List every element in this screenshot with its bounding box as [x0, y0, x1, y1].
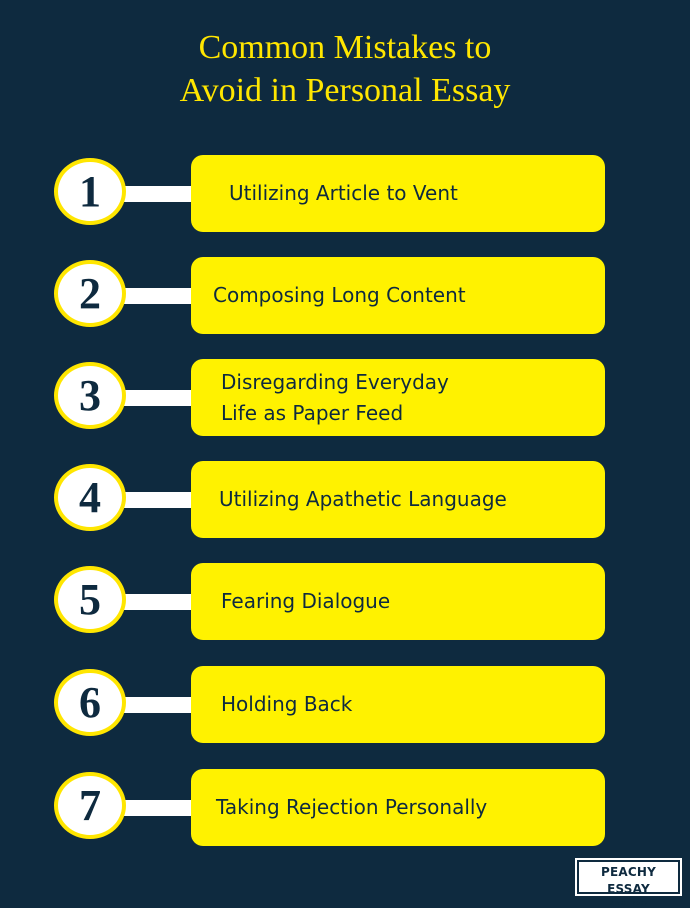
- list-item: 5 Fearing Dialogue: [0, 563, 690, 641]
- number-badge: 2: [54, 260, 126, 327]
- number-badge: 6: [54, 669, 126, 736]
- item-label: Holding Back: [221, 692, 353, 716]
- item-label: Fearing Dialogue: [221, 589, 391, 613]
- number-badge: 3: [54, 362, 126, 429]
- connector-bar: [120, 697, 200, 713]
- list-item: 3 Disregarding Everyday Life as Paper Fe…: [0, 359, 690, 437]
- connector-bar: [120, 288, 200, 304]
- connector-bar: [120, 492, 200, 508]
- connector-bar: [120, 594, 200, 610]
- number-badge: 7: [54, 772, 126, 839]
- number-badge: 5: [54, 566, 126, 633]
- item-box: Holding Back: [191, 666, 605, 743]
- list-item: 2 Composing Long Content: [0, 257, 690, 335]
- connector-bar: [120, 186, 200, 202]
- item-box: Utilizing Article to Vent: [191, 155, 605, 232]
- title-line-2: Avoid in Personal Essay: [179, 72, 511, 109]
- item-box: Fearing Dialogue: [191, 563, 605, 640]
- item-label: Utilizing Article to Vent: [229, 181, 458, 205]
- list-item: 4 Utilizing Apathetic Language: [0, 461, 690, 539]
- item-box: Utilizing Apathetic Language: [191, 461, 605, 538]
- connector-bar: [120, 390, 200, 406]
- list-item: 7 Taking Rejection Personally: [0, 769, 690, 847]
- item-box: Taking Rejection Personally: [191, 769, 605, 846]
- number-badge: 1: [54, 158, 126, 225]
- item-label: Disregarding Everyday Life as Paper Feed: [221, 369, 449, 425]
- list-item: 1 Utilizing Article to Vent: [0, 155, 690, 233]
- item-label: Composing Long Content: [213, 283, 466, 307]
- connector-bar: [120, 800, 200, 816]
- number-badge: 4: [54, 464, 126, 531]
- list-item: 6 Holding Back: [0, 666, 690, 744]
- item-box: Disregarding Everyday Life as Paper Feed: [191, 359, 605, 436]
- item-label: Taking Rejection Personally: [216, 795, 488, 819]
- item-box: Composing Long Content: [191, 257, 605, 334]
- logo-name: PEACHY ESSAY: [600, 865, 657, 896]
- item-label: Utilizing Apathetic Language: [219, 487, 507, 511]
- title-line-1: Common Mistakes to: [198, 29, 492, 66]
- page-title: Common Mistakes to Avoid in Personal Ess…: [0, 26, 690, 112]
- peachy-essay-logo: PEACHY ESSAY SINCE 2007: [577, 860, 680, 907]
